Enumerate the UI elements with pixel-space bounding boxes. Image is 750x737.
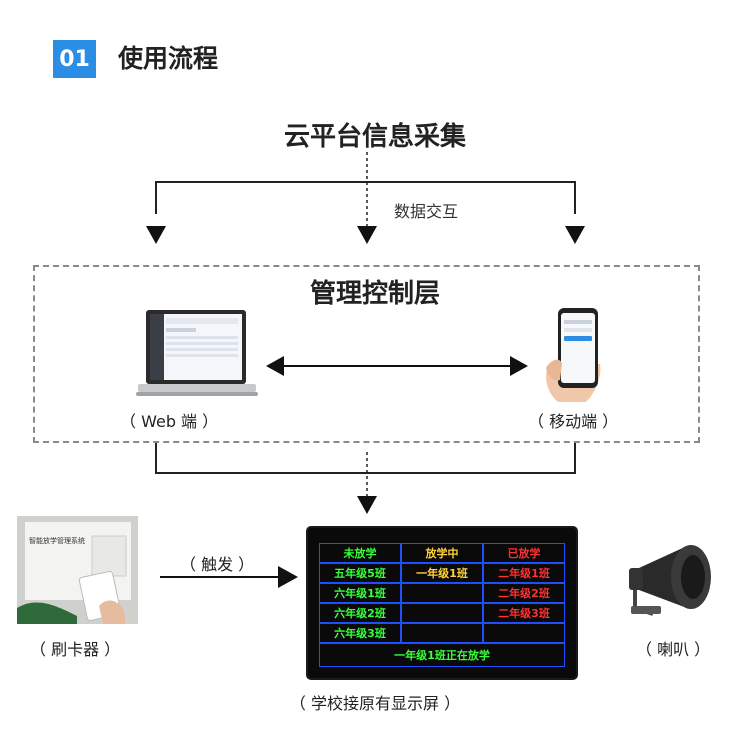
data-exchange-label: 数据交互 [394,202,459,221]
led-cell: 六年级1班 [319,583,401,603]
section-title: 使用流程 [118,44,219,73]
card-reader-photo: 智能放学管理系统 [17,516,138,624]
arrow-right-icon [510,356,528,376]
led-header-pending: 未放学 [319,543,401,563]
led-display-screen: 未放学 放学中 已放学 五年级5班 一年级1班 二年级1班 六年级1班 二年级2… [308,528,576,678]
led-cell [401,583,483,603]
arrow-left-icon [266,356,284,376]
led-status-grid: 未放学 放学中 已放学 五年级5班 一年级1班 二年级1班 六年级1班 二年级2… [319,543,565,667]
mobile-client-label: （ 移动端 ） [528,412,619,431]
cloud-platform-title: 云平台信息采集 [283,122,466,152]
laptop-icon [136,310,258,396]
management-layer-box [33,265,700,443]
arrow-right-icon [278,566,298,588]
display-screen-label: （ 学校接原有显示屏 ） [289,694,461,713]
led-cell: 二年级2班 [483,583,565,603]
card-reader-text: 智能放学管理系统 [29,537,85,545]
horn-speaker-icon [629,545,711,616]
speaker-label: （ 喇叭 ） [636,640,711,659]
led-cell: 六年级2班 [319,603,401,623]
arrow-down-icon [146,226,166,244]
web-client-label: （ Web 端 ） [120,412,219,431]
led-cell [401,623,483,643]
section-number-badge: 01 [53,40,96,78]
trigger-label: （ 触发 ） [180,555,255,574]
led-header-in-progress: 放学中 [401,543,483,563]
arrow-down-icon [357,496,377,514]
card-reader-label: （ 刷卡器 ） [30,640,121,659]
led-cell: 二年级1班 [483,563,565,583]
led-cell [401,603,483,623]
smartphone-icon [546,308,601,402]
led-cell: 五年级5班 [319,563,401,583]
arrow-down-icon [357,226,377,244]
led-cell [483,623,565,643]
led-header-done: 已放学 [483,543,565,563]
arrow-down-icon [565,226,585,244]
led-footer-message: 一年级1班正在放学 [319,643,565,667]
led-cell: 六年级3班 [319,623,401,643]
led-cell: 一年级1班 [401,563,483,583]
led-cell: 二年级3班 [483,603,565,623]
management-layer-title: 管理控制层 [309,279,440,309]
